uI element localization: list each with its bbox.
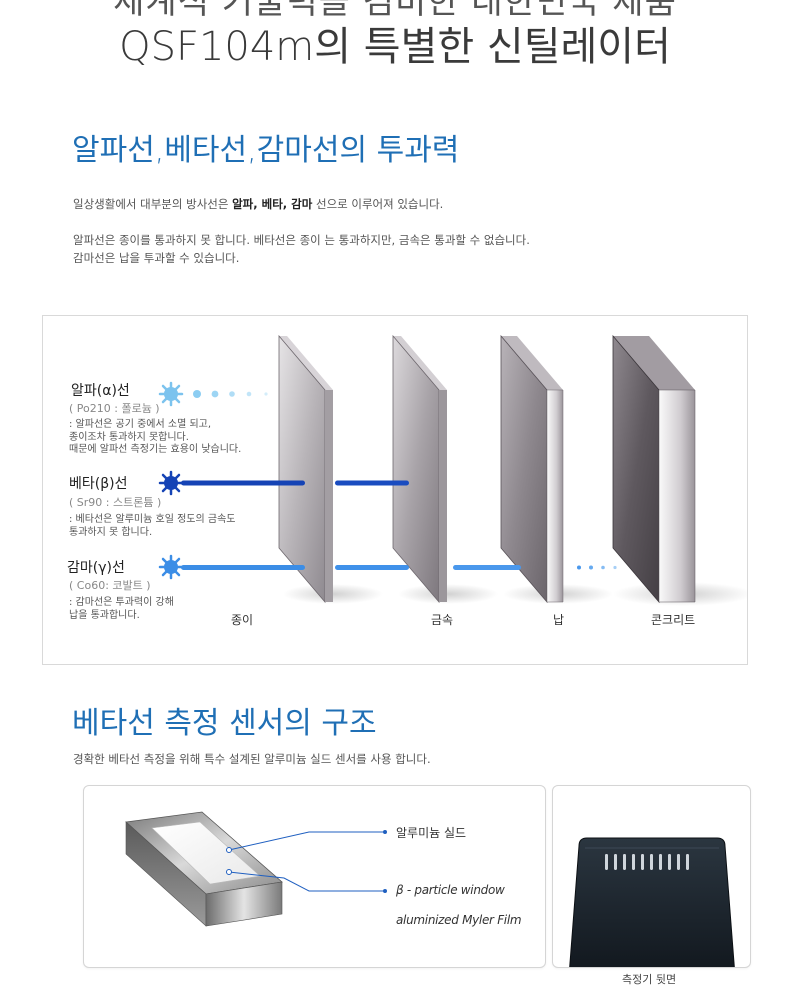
- penetration-illustration: [158, 334, 747, 606]
- headline-line-2: QSF104m의 특별한 신틸레이터: [119, 24, 671, 70]
- intro-text-pre: 일상생활에서 대부분의 방사선은: [73, 197, 233, 211]
- alpha-source: ( Po210 : 폴로늄 ): [69, 402, 160, 415]
- material-label-lead: 납: [553, 613, 565, 627]
- callout-shield: [228, 831, 384, 851]
- gamma-desc-line: 납을 통과합니다.: [69, 609, 140, 621]
- headline-line-1: 세계적 기술력을 겸비한 대한민국 제품: [113, 0, 677, 22]
- alpha-desc-line: 때문에 알파선 측정기는 효용이 낮습니다.: [69, 444, 242, 455]
- penetration-intro: 일상생활에서 대부분의 방사선은 알파, 베타, 감마 선으로 이루어져 있습니…: [73, 195, 443, 213]
- material-label-metal: 금속: [431, 613, 454, 627]
- penetration-title: 알파선,베타선,감마선의 투과력: [72, 133, 460, 168]
- beta-source: ( Sr90 : 스트론튬 ): [69, 496, 162, 509]
- sensor-block: [125, 811, 283, 927]
- paper-slab: [278, 334, 333, 604]
- gamma-source: ( Co60: 코발트 ): [69, 579, 151, 592]
- sensor-structure-card: 알루미늄 실드 β - particle window aluminized M…: [83, 785, 546, 968]
- sensor-desc: 경확한 베타선 측정을 위해 특수 설계된 알루미늄 실드 센서를 사용 합니다…: [73, 752, 431, 766]
- vent-slots-icon: [605, 854, 689, 870]
- particle-window: [151, 821, 261, 885]
- material-label-concrete: 콘크리트: [651, 613, 696, 627]
- beta-ray: [158, 470, 409, 496]
- gamma-burst-icon: [158, 554, 184, 580]
- alpha-burst-icon: [158, 381, 184, 407]
- penetration-line-3: 감마선은 납을 투과할 수 있습니다.: [73, 251, 240, 265]
- device-back-illustration: [569, 837, 735, 967]
- beta-desc-line: : 베타선은 알루미늄 호일 정도의 금속도: [69, 514, 236, 525]
- alpha-desc-line: : 알파선은 공기 중에서 소멸 되고,: [69, 419, 212, 430]
- metal-shadow: [398, 584, 498, 604]
- alpha-desc-line: 종이조차 통과하지 못합니다.: [69, 431, 189, 443]
- intro-text-bold: 알파, 베타, 감마: [232, 197, 313, 211]
- gamma-desc: : 감마선은 투과력이 강해 납을 통과합니다.: [69, 597, 174, 622]
- alpha-ray: [158, 381, 268, 407]
- sensor-title: 베타선 측정 센서의 구조: [72, 706, 377, 741]
- device-body: [569, 837, 735, 967]
- concrete-slab: [612, 334, 696, 604]
- penetration-line-2: 알파선은 종이를 통과하지 못 합니다. 베타선은 종이 는 통과하지만, 금속…: [73, 233, 530, 247]
- beta-desc: : 베타선은 알루미늄 호일 정도의 금속도 통과하지 못 합니다.: [69, 514, 235, 539]
- intro-text-post: 선으로 이루어져 있습니다.: [312, 197, 444, 211]
- label-particle-window: β - particle window: [396, 883, 505, 897]
- beta-burst-icon: [158, 470, 184, 496]
- callout-window: [228, 871, 384, 892]
- gamma-name: 감마(γ)선: [67, 560, 125, 576]
- alpha-desc: : 알파선은 공기 중에서 소멸 되고, 종이조차 통과하지 못합니다. 때문에…: [69, 419, 241, 457]
- device-back-card: [552, 785, 751, 968]
- label-aluminum-shield: 알루미늄 실드: [396, 826, 467, 840]
- lead-slab: [500, 334, 564, 604]
- device-back-caption: 측정기 뒷면: [622, 973, 677, 986]
- penetration-diagram: 알파(α)선 ( Po210 : 폴로늄 ) : 알파선은 공기 중에서 소멸 …: [42, 315, 748, 665]
- gamma-desc-line: : 감마선은 투과력이 강해: [69, 597, 174, 608]
- gamma-ray: [158, 554, 617, 580]
- sensor-illustration: [125, 811, 387, 927]
- alpha-name: 알파(α)선: [71, 383, 130, 399]
- beta-desc-line: 통과하지 못 합니다.: [69, 526, 153, 538]
- beta-name: 베타(β)선: [69, 476, 128, 492]
- material-label-paper: 종이: [231, 613, 254, 627]
- label-myler-film: aluminized Myler Film: [396, 913, 522, 927]
- metal-slab: [392, 334, 447, 604]
